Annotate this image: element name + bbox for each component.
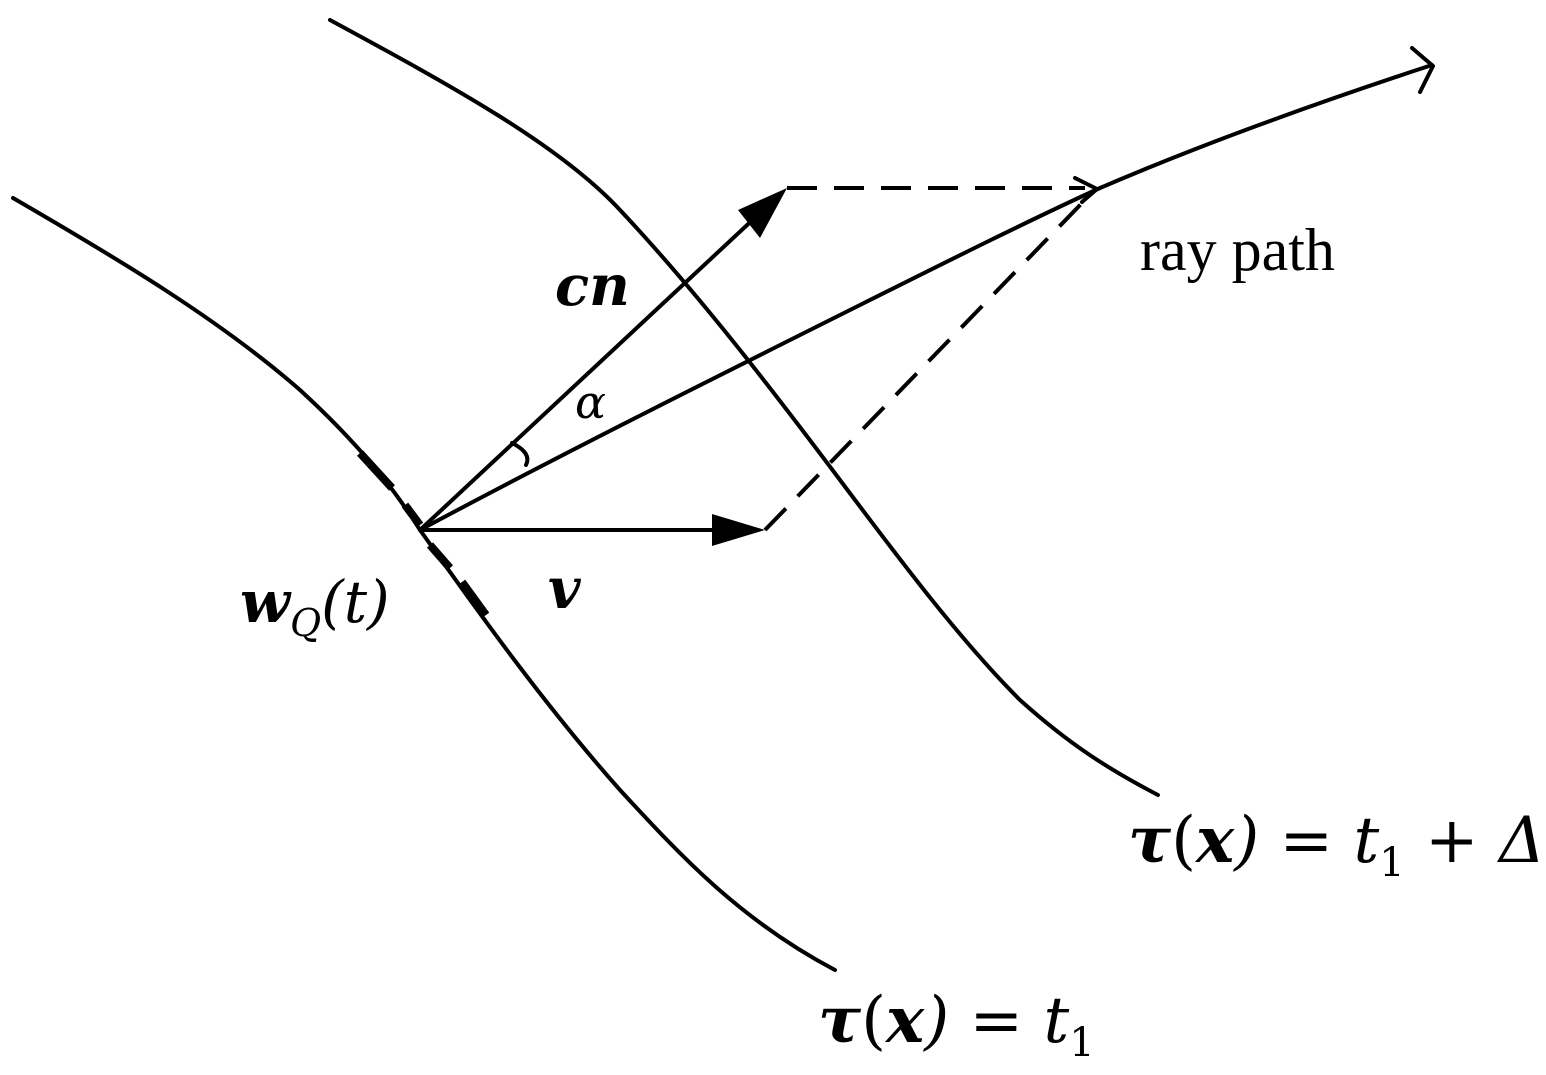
tau-t1-tau: τ — [818, 983, 862, 1058]
tangent-mark-mid — [401, 502, 424, 528]
wq-label-args: (t) — [321, 568, 390, 636]
tau-t2-lparen: ( — [1171, 804, 1196, 878]
tau-t2-tail: + Δt — [1405, 804, 1546, 878]
ray-path-arrowhead — [1410, 46, 1435, 94]
wavefront-t1-plus-dt-curve — [328, 18, 1160, 797]
tau-t2-x: x — [1194, 803, 1235, 878]
dashed-arrowhead — [1073, 176, 1099, 204]
tau-t1-lparen: ( — [861, 984, 886, 1058]
alpha-label: α — [575, 375, 606, 429]
dashed-from-v-tip — [763, 198, 1087, 532]
cn-label-c: c — [555, 253, 589, 319]
cn-vector-arrowhead — [738, 188, 787, 238]
wq-label-sub: Q — [290, 601, 321, 645]
tau-t1-sub: 1 — [1069, 1020, 1094, 1066]
tangent-mark-bottom — [458, 579, 490, 618]
alpha-angle-arc — [510, 441, 530, 467]
wavefront-t1-curve — [11, 196, 837, 972]
tangent-mark-upper — [357, 450, 395, 491]
tau-t1-label: τ(x) = t1 — [818, 983, 1095, 1066]
tau-t2-tau: τ — [1128, 803, 1172, 878]
v-vector-arrowhead — [712, 514, 765, 546]
cn-vector-shaft — [418, 211, 762, 532]
ray-path-line — [418, 63, 1434, 532]
wq-label-w: w — [240, 568, 292, 636]
cn-label-n: n — [589, 253, 630, 319]
tau-t1-x: x — [884, 983, 925, 1058]
wq-label: wQ(t) — [240, 568, 390, 645]
v-label: v — [548, 556, 582, 622]
tau-t1-plus-dt-label: τ(x) = t1 + Δt — [1128, 803, 1546, 886]
tau-t1-rest: ) = t — [922, 984, 1069, 1058]
tau-t2-rest: ) = t — [1232, 804, 1379, 878]
tau-t2-sub: 1 — [1379, 840, 1404, 886]
cn-label: cn — [555, 253, 630, 319]
ray-path-label: ray path — [1140, 217, 1335, 283]
tangent-mark-lower — [426, 542, 454, 571]
